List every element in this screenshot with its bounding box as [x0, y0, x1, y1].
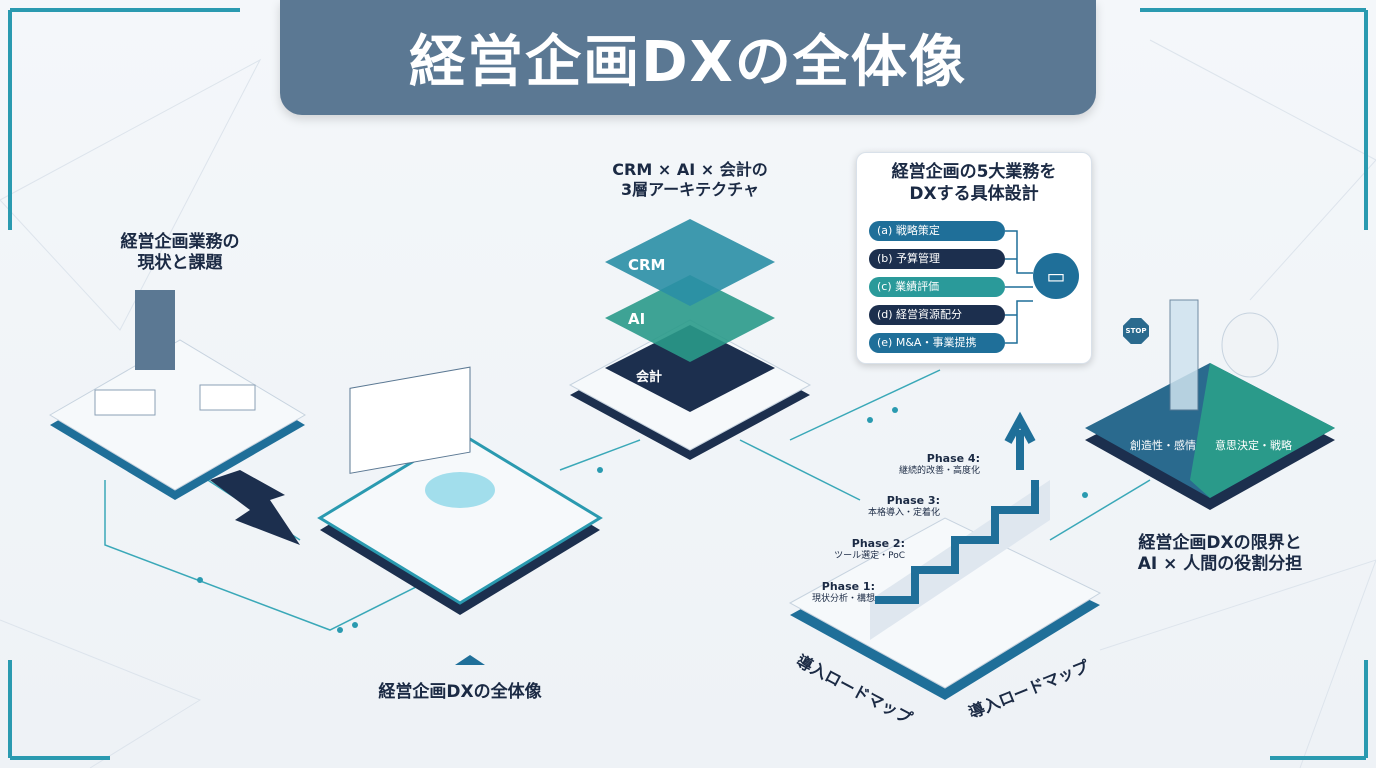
phase-name: Phase 1: [821, 580, 875, 593]
layer-accounting: 会計 [636, 370, 663, 385]
connector-lines [1005, 230, 1033, 344]
label-current-issues: 経営企画業務の 現状と課題 [120, 232, 240, 274]
stop-sign-icon: STOP [1123, 318, 1149, 344]
task-performance: (c) 業績評価 [869, 277, 1005, 297]
platform-architecture [568, 219, 812, 460]
phase-3: Phase 3:本格導入・定着化 [820, 494, 940, 520]
label-overview: 経営企画DXの全体像 [378, 682, 542, 702]
title-banner: 経営企画DXの全体像 [280, 0, 1096, 115]
phase-name: Phase 2: [851, 537, 905, 550]
task-strategy: (a) 戦略策定 [869, 221, 1005, 241]
five-tasks-card: 経営企画の5大業務を DXする具体設計 (a) 戦略策定 (b) 予算管理 (c… [856, 152, 1092, 364]
phase-2: Phase 2:ツール選定・PoC [785, 537, 905, 563]
platform-roadmap [788, 411, 1102, 700]
phase-desc: 本格導入・定着化 [867, 508, 940, 519]
task-ma: (e) M&A・事業提携 [869, 333, 1005, 353]
ai-side-label: 創造性・感情 [1130, 439, 1196, 452]
five-tasks-title: 経営企画の5大業務を DXする具体設計 [891, 162, 1057, 205]
page-title: 経営企画DXの全体像 [409, 30, 967, 95]
task-budget: (b) 予算管理 [869, 249, 1005, 269]
task-resources: (d) 経営資源配分 [869, 305, 1005, 325]
layer-crm: CRM [628, 256, 666, 274]
layer-ai: AI [628, 310, 646, 328]
phase-desc: 継続的改善・高度化 [898, 466, 980, 477]
phase-1: Phase 1:現状分析・構想 [755, 580, 875, 606]
phase-desc: ツール選定・PoC [834, 551, 905, 562]
phase-name: Phase 4: [926, 452, 980, 465]
label-limits: 経営企画DXの限界と AI × 人間の役割分担 [1137, 533, 1303, 575]
label-architecture: CRM × AI × 会計の 3層アーキテクチャ [612, 160, 768, 199]
platform-current-issues [49, 290, 306, 500]
platform-overview [317, 366, 603, 615]
human-side-label: 意思決定・戦略 [1215, 439, 1292, 452]
phase-desc: 現状分析・構想 [811, 594, 875, 605]
phase-name: Phase 3: [886, 494, 940, 507]
monitor-icon: ▭ [1033, 253, 1079, 299]
phase-4: Phase 4:継続的改善・高度化 [860, 452, 980, 478]
platform-limits [1085, 299, 1335, 510]
